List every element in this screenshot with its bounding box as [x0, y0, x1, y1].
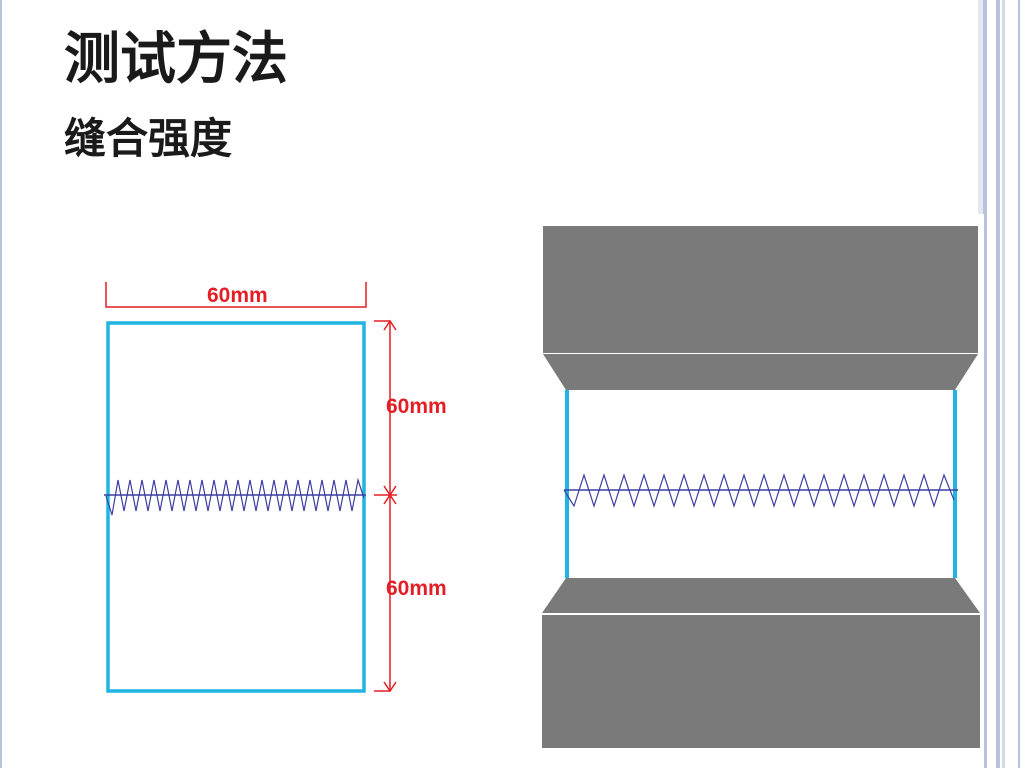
lower-height-label: 60mm	[386, 577, 447, 600]
slide-right-border	[978, 0, 1024, 768]
upper-clamp	[543, 226, 978, 390]
stitch-zigzag	[105, 477, 365, 516]
width-dimension-line	[105, 282, 367, 308]
stitch-zigzag	[563, 473, 955, 508]
page-title: 测试方法	[64, 27, 288, 92]
page-subtitle: 缝合强度	[64, 114, 233, 163]
slide-left-border	[0, 0, 6, 768]
width-label: 60mm	[207, 284, 268, 307]
specimen-rectangle	[106, 321, 366, 693]
specimen-dimension-diagram	[104, 282, 397, 693]
height-dimension-line	[374, 319, 397, 693]
fabric-specimen	[565, 390, 957, 578]
clamp-test-diagram	[530, 214, 984, 768]
upper-height-label: 60mm	[386, 395, 447, 418]
lower-clamp	[542, 578, 980, 748]
